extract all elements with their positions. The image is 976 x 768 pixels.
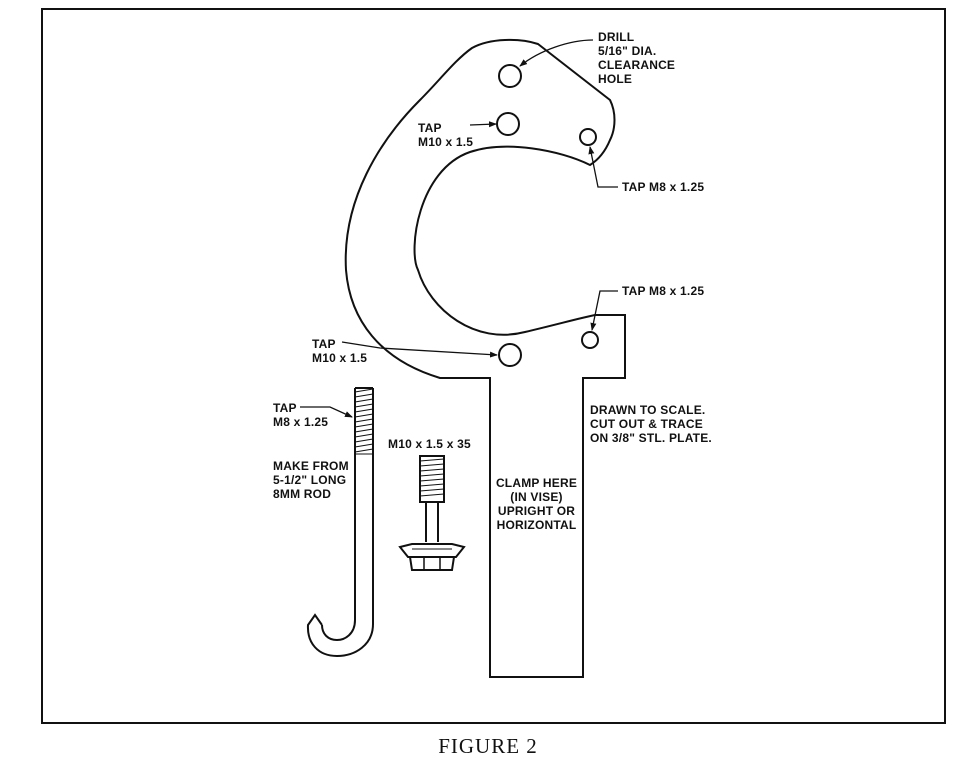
label-drill-clearance: DRILL 5/16" DIA. CLEARANCE HOLE <box>598 30 676 86</box>
label-drawn-to-scale: DRAWN TO SCALE. CUT OUT & TRACE ON 3/8" … <box>590 403 712 445</box>
m8-hole-upper <box>579 128 597 146</box>
label-tap-m8-rod: TAP M8 x 1.25 <box>273 401 329 429</box>
figure-frame <box>41 8 946 724</box>
leader-m8-rod <box>300 406 353 418</box>
leader-m10-lower <box>341 341 498 358</box>
label-tap-m8-upper: TAP M8 x 1.25 <box>622 180 705 194</box>
leader-m8-upper <box>588 146 618 188</box>
label-tap-m8-lower: TAP M8 x 1.25 <box>622 284 705 298</box>
label-tap-m10-upper: TAP M10 x 1.5 <box>418 121 474 149</box>
m10-hole-upper <box>496 112 520 136</box>
figure-caption: FIGURE 2 <box>438 734 538 758</box>
leader-m8-lower <box>590 290 618 331</box>
label-bolt-spec: M10 x 1.5 x 35 <box>388 437 471 451</box>
label-tap-m10-lower: TAP M10 x 1.5 <box>312 337 368 365</box>
clearance-hole <box>498 64 522 88</box>
m10-hole-lower <box>498 343 522 367</box>
label-make-from: MAKE FROM 5-1/2" LONG 8MM ROD <box>273 459 349 501</box>
m8-hole-lower <box>581 331 599 349</box>
leader-drill <box>519 39 594 67</box>
plate-outline <box>344 38 626 678</box>
label-clamp-here: CLAMP HERE (IN VISE) UPRIGHT OR HORIZONT… <box>495 476 578 532</box>
leader-m10-upper <box>469 121 497 128</box>
m10-bolt <box>398 455 466 571</box>
j-hook-rod <box>306 387 374 658</box>
